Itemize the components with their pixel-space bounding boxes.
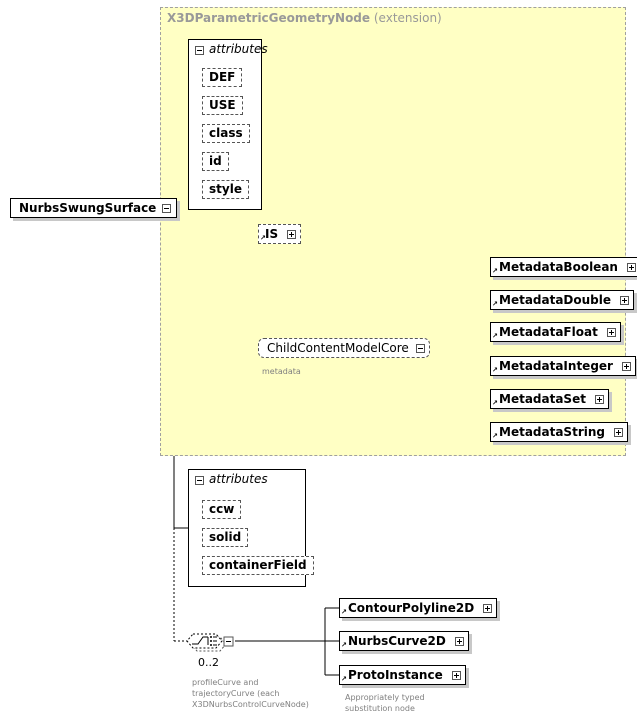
reference-arrow-icon: ↗: [341, 641, 347, 649]
element-metadata-double[interactable]: ↗ MetadataDouble: [490, 290, 635, 310]
lower-choice-compositor-icon: [186, 633, 227, 652]
extension-suffix: (extension): [373, 11, 442, 25]
element-metadata-set[interactable]: ↗ MetadataSet: [490, 389, 609, 409]
reference-arrow-icon: ↗: [492, 300, 498, 308]
element-label: NurbsCurve2D: [348, 634, 446, 648]
reference-arrow-icon: ↗: [341, 608, 347, 616]
reference-arrow-icon: ↗: [260, 234, 266, 242]
element-label: MetadataDouble: [499, 293, 612, 307]
substitution-note-line-1: Appropriately typed: [345, 693, 425, 702]
expand-icon[interactable]: [454, 637, 464, 646]
element-label: MetadataInteger: [499, 359, 613, 373]
attribute-solid[interactable]: solid: [202, 528, 249, 547]
collapse-icon[interactable]: [415, 344, 425, 353]
expand-icon[interactable]: [594, 395, 604, 404]
group-child-content-model-core[interactable]: ChildContentModelCore: [258, 338, 430, 358]
reference-arrow-icon: ↗: [492, 399, 498, 407]
element-metadata-integer[interactable]: ↗ MetadataInteger: [490, 356, 636, 376]
reference-arrow-icon: ↗: [492, 432, 498, 440]
element-metadata-float[interactable]: ↗ MetadataFloat: [490, 322, 621, 342]
expand-icon[interactable]: [287, 230, 297, 239]
attribute-ccw[interactable]: ccw: [202, 500, 242, 519]
attributes-group-core: attributes DEF USE class id style: [188, 39, 268, 210]
attribute-style[interactable]: style: [202, 180, 249, 199]
element-label: MetadataString: [499, 425, 605, 439]
choice-note-line-3: X3DNurbsControlCurveNode): [192, 700, 309, 709]
element-label: ProtoInstance: [348, 668, 443, 682]
element-label: MetadataBoolean: [499, 260, 618, 274]
element-is[interactable]: ↗ IS: [258, 224, 302, 244]
root-element-label: NurbsSwungSurface: [19, 201, 157, 215]
element-label: MetadataFloat: [499, 325, 598, 339]
expand-icon[interactable]: [626, 263, 636, 272]
collapse-icon[interactable]: [195, 476, 204, 485]
substitution-note-line-2: substitution node: [345, 704, 415, 713]
collapse-icon[interactable]: [162, 204, 172, 213]
expand-icon[interactable]: [621, 362, 631, 371]
expand-icon[interactable]: [451, 671, 461, 680]
extension-name: X3DParametricGeometryNode: [167, 11, 371, 25]
attributes-header: attributes: [209, 472, 268, 486]
reference-arrow-icon: ↗: [492, 332, 498, 340]
multiplicity-label: 0..2: [198, 656, 219, 669]
core-note: metadata: [262, 367, 301, 376]
expand-icon[interactable]: [613, 428, 623, 437]
element-metadata-boolean[interactable]: ↗ MetadataBoolean: [490, 257, 637, 277]
collapse-icon[interactable]: [195, 46, 204, 55]
expand-icon[interactable]: [483, 604, 493, 613]
element-proto-instance[interactable]: ↗ ProtoInstance: [339, 665, 466, 685]
choice-note-line-2: trajectoryCurve (each: [192, 689, 280, 698]
reference-arrow-icon: ↗: [341, 675, 347, 683]
element-label: ContourPolyline2D: [348, 601, 475, 615]
attribute-class[interactable]: class: [202, 124, 250, 143]
attributes-header: attributes: [209, 42, 268, 56]
element-metadata-string[interactable]: ↗ MetadataString: [490, 422, 628, 442]
element-contour-polyline-2d[interactable]: ↗ ContourPolyline2D: [339, 598, 498, 618]
attribute-id[interactable]: id: [202, 152, 229, 171]
reference-arrow-icon: ↗: [492, 366, 498, 374]
element-nurbs-curve-2d[interactable]: ↗ NurbsCurve2D: [339, 631, 469, 651]
group-core-label: ChildContentModelCore: [267, 341, 409, 355]
attribute-use[interactable]: USE: [202, 96, 243, 115]
element-is-label: IS: [265, 227, 279, 241]
expand-icon[interactable]: [606, 328, 616, 337]
choice-note-line-1: profileCurve and: [192, 678, 259, 687]
extension-title: X3DParametricGeometryNode (extension): [167, 11, 442, 25]
expand-icon[interactable]: [620, 296, 630, 305]
reference-arrow-icon: ↗: [492, 267, 498, 275]
element-label: MetadataSet: [499, 392, 586, 406]
root-element-nurbs-swung-surface[interactable]: NurbsSwungSurface: [10, 198, 178, 218]
attribute-def[interactable]: DEF: [202, 68, 243, 87]
attribute-container-field[interactable]: containerField: [202, 556, 314, 575]
attributes-group-surface: attributes ccw solid containerField: [188, 469, 314, 587]
